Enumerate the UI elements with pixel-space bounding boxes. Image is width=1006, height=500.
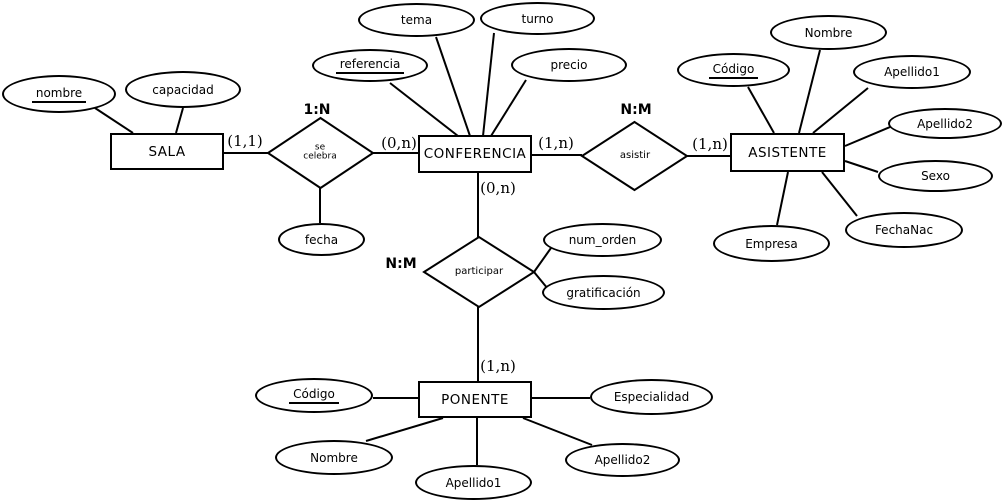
cardinality-asistir-asistente: (1,n): [692, 135, 728, 153]
attribute-conferencia-turno-label: turno: [521, 11, 554, 26]
line-capacidad-sala: [175, 107, 184, 134]
cardinality-participar-ponente: (1,n): [480, 357, 516, 375]
line-referencia-conferencia: [389, 82, 459, 137]
line-apellido1-asistente: [812, 87, 869, 134]
attribute-ponente-codigo: Código: [255, 378, 373, 413]
relationship-se-celebra-label: se celebra: [303, 142, 337, 163]
entity-asistente-label: ASISTENTE: [748, 144, 827, 161]
attribute-conferencia-turno: turno: [480, 2, 595, 35]
attribute-participar-num-orden: num_orden: [543, 223, 662, 257]
attribute-asistente-fechanac-label: FechaNac: [874, 223, 934, 237]
attribute-asistente-sexo: Sexo: [878, 160, 993, 192]
attribute-participar-gratificacion: gratificación: [542, 275, 665, 310]
line-turno-conferencia: [482, 32, 495, 137]
relationship-participar-diamond: [422, 235, 536, 309]
line-fechanac-asistente: [821, 171, 858, 217]
attribute-asistente-apellido1: Apellido1: [853, 55, 971, 89]
line-precio-conferencia: [490, 79, 527, 137]
relationship-asistir-diamond: [580, 120, 689, 192]
attribute-conferencia-precio-label: precio: [550, 58, 588, 72]
attribute-sala-capacidad: capacidad: [125, 71, 241, 108]
attribute-sala-capacidad-label: capacidad: [152, 82, 214, 97]
line-sexo-asistente: [844, 160, 879, 173]
attribute-participar-gratificacion-label: gratificación: [566, 285, 641, 300]
line-nombre-asistente: [798, 49, 821, 134]
attribute-asistente-codigo-label: Código: [708, 62, 759, 79]
attribute-asistente-codigo: Código: [677, 53, 790, 87]
attribute-sala-nombre: nombre: [2, 75, 116, 113]
relationship-asistir-label: asistir: [619, 149, 651, 161]
cardinality-conferencia-participar: (0,n): [480, 179, 516, 197]
attribute-ponente-codigo-label: Código: [289, 387, 339, 404]
entity-conferencia: CONFERENCIA: [418, 135, 532, 173]
attribute-asistente-nombre: Nombre: [770, 15, 887, 50]
attribute-conferencia-tema-label: tema: [400, 13, 433, 27]
attribute-asistente-empresa-label: Empresa: [745, 236, 798, 251]
attribute-asistente-sexo-label: Sexo: [921, 169, 950, 183]
entity-asistente: ASISTENTE: [730, 133, 845, 172]
attribute-asistente-apellido2-label: Apellido2: [917, 116, 973, 131]
relationship-participar-label: participar: [454, 265, 504, 277]
entity-sala-label: SALA: [148, 143, 186, 160]
line-empresa-asistente: [776, 171, 789, 226]
attribute-ponente-nombre-label: Nombre: [310, 450, 358, 465]
relationship-se-celebra-line2: celebra: [303, 152, 337, 162]
attribute-asistente-nombre-label: Nombre: [804, 25, 853, 40]
line-participar-numorden: [533, 247, 552, 273]
type-label-asistir: N:M: [620, 102, 652, 118]
type-label-se-celebra: 1:N: [303, 102, 331, 118]
attribute-se-celebra-fecha: fecha: [278, 223, 365, 256]
attribute-conferencia-tema: tema: [358, 3, 475, 37]
attribute-conferencia-precio: precio: [511, 48, 627, 82]
entity-conferencia-label: CONFERENCIA: [423, 146, 527, 162]
attribute-participar-num-orden-label: num_orden: [568, 233, 637, 247]
attribute-asistente-empresa: Empresa: [713, 225, 830, 262]
attribute-ponente-especialidad: Especialidad: [590, 379, 713, 415]
attribute-ponente-especialidad-label: Especialidad: [613, 390, 690, 404]
attribute-asistente-apellido2: Apellido2: [888, 108, 1002, 139]
cardinality-se-celebra-conferencia: (0,n): [381, 134, 417, 152]
cardinality-conferencia-asistir: (1,n): [538, 134, 574, 152]
attribute-se-celebra-fecha-label: fecha: [304, 232, 339, 247]
relationship-se-celebra-line1: se: [314, 142, 326, 153]
line-nombre-ponente: [365, 417, 444, 442]
attribute-ponente-apellido1-label: Apellido1: [445, 475, 502, 490]
relationship-se-celebra-diamond: [266, 116, 375, 190]
entity-sala: SALA: [110, 133, 224, 170]
attribute-conferencia-referencia: referencia: [312, 49, 428, 82]
cardinality-sala-se-celebra: (1,1): [227, 132, 263, 150]
attribute-conferencia-referencia-label: referencia: [335, 57, 405, 74]
entity-ponente-label: PONENTE: [441, 391, 509, 408]
line-nombre-sala: [94, 107, 134, 134]
line-apellido2-asistente: [844, 126, 891, 147]
line-tema-conferencia: [435, 36, 471, 137]
attribute-ponente-nombre: Nombre: [275, 440, 393, 475]
line-apellido2-ponente: [522, 417, 593, 446]
attribute-ponente-apellido2: Apellido2: [565, 443, 680, 477]
attribute-asistente-fechanac: FechaNac: [845, 212, 963, 248]
line-codigo-asistente: [747, 86, 775, 134]
attribute-ponente-apellido2-label: Apellido2: [594, 453, 651, 467]
attribute-sala-nombre-label: nombre: [31, 86, 87, 103]
entity-ponente: PONENTE: [418, 381, 532, 418]
type-label-participar: N:M: [385, 256, 417, 272]
attribute-asistente-apellido1-label: Apellido1: [884, 65, 940, 79]
attribute-ponente-apellido1: Apellido1: [415, 465, 532, 500]
